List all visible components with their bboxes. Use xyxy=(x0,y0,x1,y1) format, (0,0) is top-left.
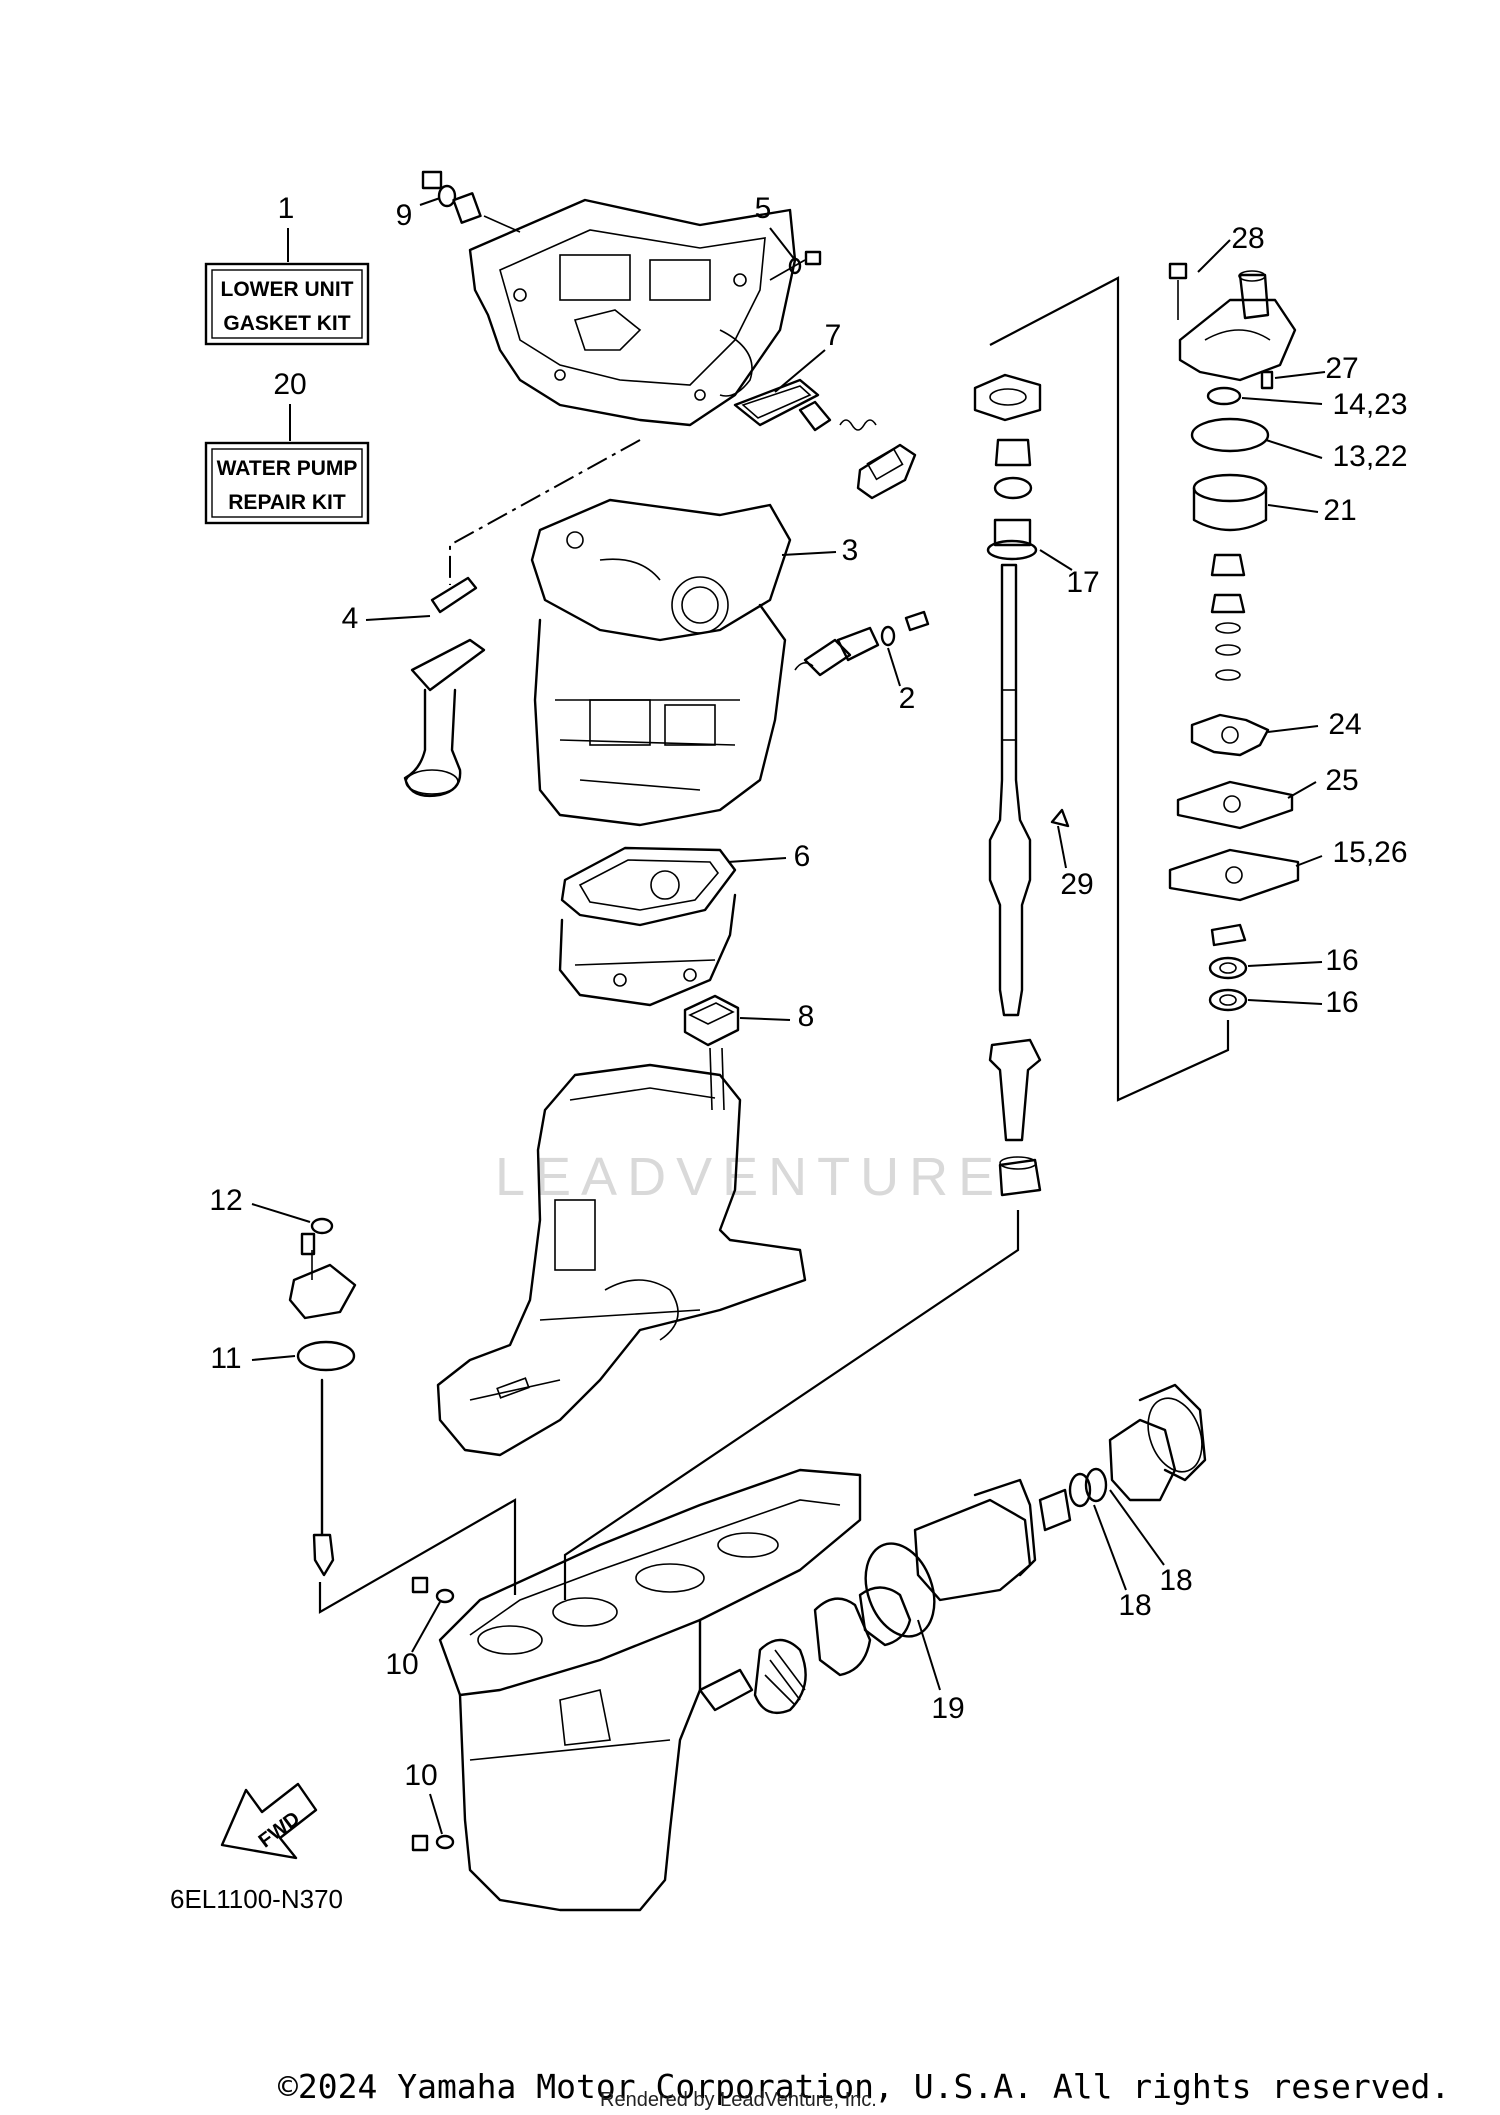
callout-24: 24 xyxy=(1328,708,1361,741)
diagram-code: 6EL1100-N370 xyxy=(170,1884,343,1914)
callout-12: 12 xyxy=(209,1184,242,1217)
gasket-6[interactable]: 6 xyxy=(558,840,811,1007)
dowel-27[interactable]: 27 xyxy=(1260,352,1359,390)
callout-18a: 18 xyxy=(1118,1589,1151,1622)
gasket-kit-box[interactable]: 1 LOWER UNIT GASKET KIT xyxy=(204,192,370,346)
gasket-4-and-tube[interactable]: 4 xyxy=(342,576,486,798)
callout-17: 17 xyxy=(1066,566,1099,599)
callout-25: 25 xyxy=(1325,764,1358,797)
callout-27: 27 xyxy=(1325,352,1358,385)
water-pump-housing-28[interactable]: 28 xyxy=(1168,222,1297,382)
callout-7: 7 xyxy=(825,319,842,352)
callout-16a: 16 xyxy=(1325,944,1358,977)
callout-8: 8 xyxy=(798,1000,815,1033)
drive-shaft-assembly[interactable]: 17 29 xyxy=(973,373,1100,1197)
plate-25[interactable]: 25 xyxy=(1176,764,1359,830)
drain-plug-10-lower[interactable]: 10 xyxy=(404,1759,455,1852)
drain-plug-9[interactable]: 9 xyxy=(396,170,521,233)
copyright-notice: ©2024 Yamaha Motor Corporation, U.S.A. A… xyxy=(278,2067,1450,2106)
pump-small-parts xyxy=(1210,553,1246,681)
o-ring-14-23[interactable]: 14,23 xyxy=(1206,386,1408,421)
lower-casing[interactable] xyxy=(438,1468,862,1912)
callout-5: 5 xyxy=(755,192,772,225)
rendered-by: Rendered by LeadVenture, Inc. xyxy=(600,2089,877,2111)
callout-11: 11 xyxy=(210,1342,241,1375)
callout-28: 28 xyxy=(1231,222,1264,255)
water-pump-kit-box[interactable]: 20 WATER PUMP REPAIR KIT xyxy=(204,368,370,525)
callout-15-26: 15,26 xyxy=(1332,836,1407,869)
gasket-kit-line1: LOWER UNIT xyxy=(221,278,354,301)
watermark: LEADVENTURE xyxy=(495,1147,1004,1207)
pump-kit-line2: REPAIR KIT xyxy=(228,491,346,514)
gasket-15-26[interactable]: 15,26 xyxy=(1168,836,1408,902)
gasket-kit-line2: GASKET KIT xyxy=(223,312,350,335)
callout-20: 20 xyxy=(273,368,306,401)
callout-10a: 10 xyxy=(385,1648,418,1681)
callout-18b: 18 xyxy=(1159,1564,1192,1597)
callout-1: 1 xyxy=(278,192,295,225)
cover-gasket-7[interactable]: 7 xyxy=(733,319,917,500)
propeller-shaft-parts[interactable]: 19 18 18 xyxy=(698,1383,1211,1725)
callout-16b: 16 xyxy=(1325,986,1358,1019)
fwd-label: FWD xyxy=(255,1807,305,1852)
callout-29: 29 xyxy=(1060,868,1093,901)
callout-4: 4 xyxy=(342,602,359,635)
insert-cartridge-21[interactable]: 21 xyxy=(1192,473,1357,532)
drain-plug-10-upper[interactable]: 10 xyxy=(385,1576,455,1681)
o-ring-13-22[interactable]: 13,22 xyxy=(1190,417,1408,473)
callout-21: 21 xyxy=(1323,494,1356,527)
forward-arrow: FWD xyxy=(220,1782,318,1860)
callout-14-23: 14,23 xyxy=(1332,388,1407,421)
callout-19: 19 xyxy=(931,1692,964,1725)
seal-2[interactable]: 2 xyxy=(794,610,930,715)
upper-casing[interactable] xyxy=(468,198,797,427)
shift-rod-assembly[interactable]: 12 11 xyxy=(209,1184,357,1577)
seals-16[interactable]: 16 16 xyxy=(1208,923,1359,1019)
drive-shaft-housing[interactable] xyxy=(436,1063,807,1457)
callout-10b: 10 xyxy=(404,1759,437,1792)
callout-9: 9 xyxy=(396,199,413,232)
callout-2: 2 xyxy=(899,682,916,715)
bolt-5[interactable]: 5 xyxy=(755,192,822,281)
callout-3: 3 xyxy=(842,534,859,567)
exhaust-guide[interactable] xyxy=(533,603,787,827)
gasket-3[interactable]: 3 xyxy=(530,498,859,642)
callout-13-22: 13,22 xyxy=(1332,440,1407,473)
seal-8[interactable]: 8 xyxy=(683,994,815,1111)
impeller-24[interactable]: 24 xyxy=(1190,708,1362,757)
callout-6: 6 xyxy=(794,840,811,873)
pump-kit-line1: WATER PUMP xyxy=(217,457,358,480)
